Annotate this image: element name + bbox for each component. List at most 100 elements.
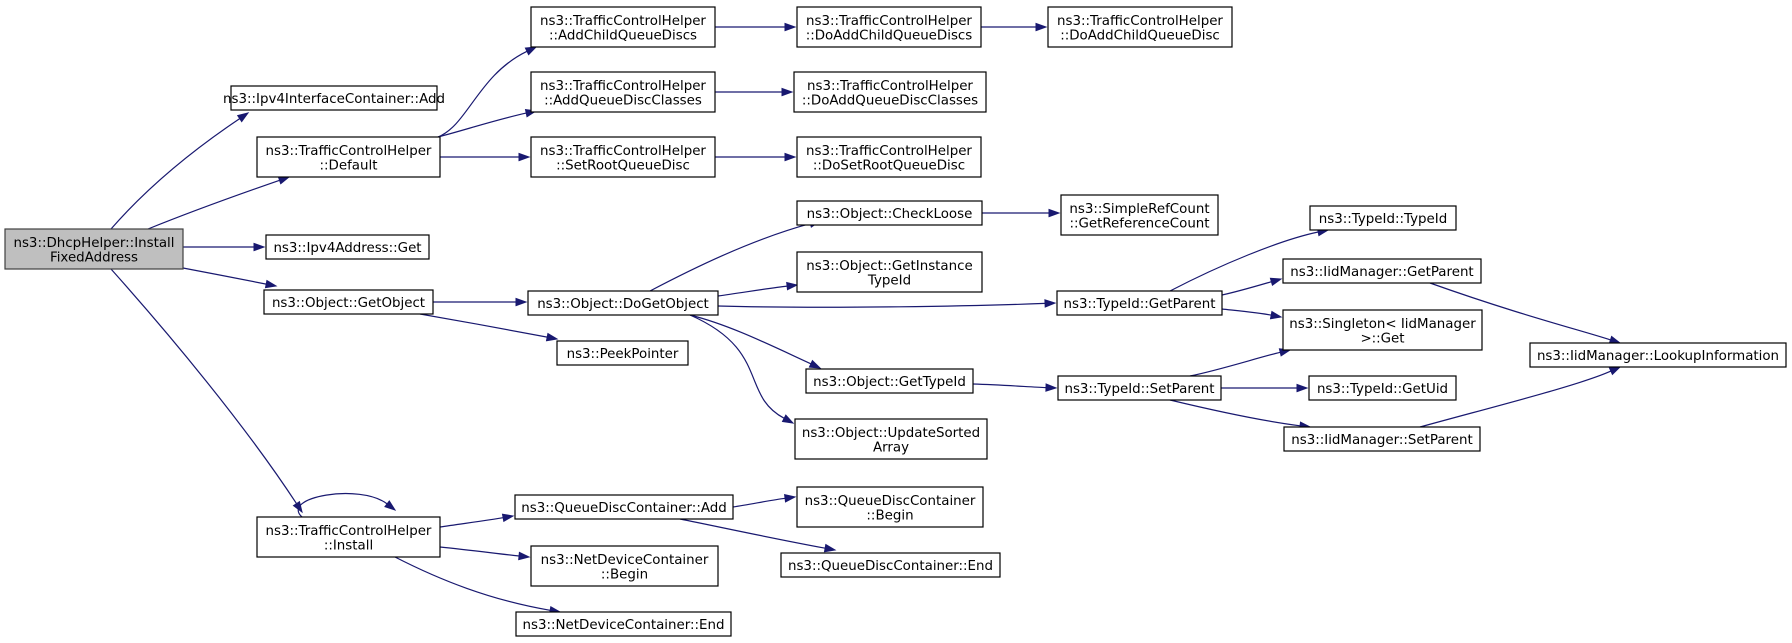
function-node-typeid-getuid[interactable]: ns3::TypeId::GetUid xyxy=(1308,375,1457,401)
edge-arrowhead xyxy=(808,359,822,369)
call-edge-obj-dogetobject-to-obj-updsorted xyxy=(689,314,795,424)
call-edge-typeid-setparent-to-iidm-setparent xyxy=(1169,399,1312,430)
node-label: ns3::IidManager::SetParent xyxy=(1291,433,1473,448)
node-label: ns3::TrafficControlHelper xyxy=(1057,14,1223,29)
function-node-singleton-get[interactable]: ns3::Singleton< IidManager >::Get xyxy=(1282,309,1483,351)
function-node-qdc-add[interactable]: ns3::QueueDiscContainer::Add xyxy=(514,494,734,520)
function-node-iidm-setparent[interactable]: ns3::IidManager::SetParent xyxy=(1283,426,1481,452)
node-label: ns3::Object::GetObject xyxy=(272,296,425,311)
edge-arrowhead xyxy=(501,513,515,523)
call-edge-obj-gettypeid-to-typeid-setparent xyxy=(972,383,1058,392)
node-box xyxy=(1529,342,1787,368)
function-node-qdc-begin[interactable]: ns3::QueueDiscContainer::Begin xyxy=(796,486,984,528)
function-node-tch-addchild[interactable]: ns3::TrafficControlHelper::AddChildQueue… xyxy=(530,6,716,48)
function-node-obj-dogetobject[interactable]: ns3::Object::DoGetObject xyxy=(527,290,719,316)
node-box xyxy=(256,136,441,178)
node-box xyxy=(515,611,732,637)
function-node-ipv4addr-get[interactable]: ns3::Ipv4Address::Get xyxy=(265,234,430,260)
node-label: ::AddQueueDiscClasses xyxy=(544,93,702,108)
function-node-tch-install[interactable]: ns3::TrafficControlHelper::Install xyxy=(256,516,441,558)
edge-line xyxy=(689,314,785,419)
node-label: ns3::QueueDiscContainer xyxy=(805,494,976,509)
call-edge-root-to-ipv4addr-get xyxy=(183,242,266,252)
edge-line xyxy=(297,493,388,518)
function-node-typeid-typeid[interactable]: ns3::TypeId::TypeId xyxy=(1309,205,1457,231)
node-box xyxy=(1308,375,1457,401)
call-edge-obj-checkloose-to-src-getrefcount xyxy=(982,208,1061,218)
function-node-iidm-getparent[interactable]: ns3::IidManager::GetParent xyxy=(1282,258,1482,284)
edge-arrowhead xyxy=(545,332,559,342)
node-label: ns3::Object::CheckLoose xyxy=(807,207,973,222)
function-node-obj-gettypeid[interactable]: ns3::Object::GetTypeId xyxy=(805,368,974,394)
node-label: ns3::QueueDiscContainer::End xyxy=(788,559,993,574)
edge-line xyxy=(732,497,786,508)
call-edge-typeid-getparent-to-singleton-get xyxy=(1221,308,1283,320)
edge-arrowhead xyxy=(1048,208,1061,218)
node-label: ns3::DhcpHelper::Install xyxy=(13,236,174,251)
edge-line xyxy=(972,383,1047,389)
call-edge-root-to-obj-getobject xyxy=(182,267,278,289)
node-label: ns3::TrafficControlHelper xyxy=(540,79,706,94)
call-edge-tch-install-to-ndc-begin xyxy=(439,546,531,561)
node-label: ::DoSetRootQueueDisc xyxy=(813,158,965,173)
call-edge-root-to-ipv4ic-add xyxy=(110,112,250,230)
node-box xyxy=(796,6,982,48)
edge-line xyxy=(439,546,520,557)
function-node-iidm-lookup[interactable]: ns3::IidManager::LookupInformation xyxy=(1529,342,1787,368)
function-node-ipv4ic-add[interactable]: ns3::Ipv4InterfaceContainer::Add xyxy=(223,85,445,111)
call-edges xyxy=(110,22,1622,615)
function-node-tch-setroot[interactable]: ns3::TrafficControlHelper::SetRootQueueD… xyxy=(530,136,716,178)
node-box xyxy=(796,136,982,178)
function-nodes: ns3::DhcpHelper::InstallFixedAddressns3:… xyxy=(4,6,1787,637)
function-node-tch-doaddchilds[interactable]: ns3::TrafficControlHelper::DoAddChildQue… xyxy=(796,6,982,48)
call-edge-tch-default-to-tch-setroot xyxy=(440,152,531,162)
node-box xyxy=(1057,375,1222,401)
edge-line xyxy=(1221,308,1272,316)
edge-arrowhead xyxy=(1296,383,1309,393)
function-node-qdc-end[interactable]: ns3::QueueDiscContainer::End xyxy=(780,552,1001,578)
node-label: ns3::Object::UpdateSorted xyxy=(802,426,980,441)
function-node-obj-getobject[interactable]: ns3::Object::GetObject xyxy=(263,289,434,315)
node-label: ::SetRootQueueDisc xyxy=(556,158,690,173)
function-node-typeid-setparent[interactable]: ns3::TypeId::SetParent xyxy=(1057,375,1222,401)
function-node-tch-dosetroot[interactable]: ns3::TrafficControlHelper::DoSetRootQueu… xyxy=(796,136,982,178)
function-node-tch-default[interactable]: ns3::TrafficControlHelper::Default xyxy=(256,136,441,178)
edge-line xyxy=(110,268,298,504)
node-label: ns3::TypeId::GetUid xyxy=(1317,382,1448,397)
function-node-tch-addqdc[interactable]: ns3::TrafficControlHelper::AddQueueDiscC… xyxy=(530,71,716,113)
edge-arrowhead xyxy=(781,87,794,97)
function-node-peekpointer[interactable]: ns3::PeekPointer xyxy=(556,340,689,366)
function-node-src-getrefcount[interactable]: ns3::SimpleRefCount::GetReferenceCount xyxy=(1060,194,1219,236)
node-label: ns3::Object::GetTypeId xyxy=(813,375,966,390)
function-node-typeid-getparent[interactable]: ns3::TypeId::GetParent xyxy=(1056,290,1223,316)
edge-arrowhead xyxy=(292,500,303,514)
node-box xyxy=(256,516,441,558)
function-node-ndc-begin[interactable]: ns3::NetDeviceContainer::Begin xyxy=(530,545,719,587)
node-box xyxy=(805,368,974,394)
edge-arrowhead xyxy=(524,46,538,56)
edge-line xyxy=(689,314,812,365)
call-edge-tch-addchild-to-tch-doaddchilds xyxy=(715,22,797,32)
node-label: ns3::SimpleRefCount xyxy=(1069,202,1209,217)
edge-arrowhead xyxy=(784,152,797,162)
edge-line xyxy=(394,556,551,611)
function-node-obj-checkloose[interactable]: ns3::Object::CheckLoose xyxy=(796,200,983,226)
node-box xyxy=(514,494,734,520)
function-node-ndc-end[interactable]: ns3::NetDeviceContainer::End xyxy=(515,611,732,637)
function-node-tch-doaddqdc[interactable]: ns3::TrafficControlHelper::DoAddQueueDis… xyxy=(793,71,987,113)
edge-arrowhead xyxy=(784,22,797,32)
node-label: ns3::Ipv4InterfaceContainer::Add xyxy=(223,92,445,107)
node-box xyxy=(1060,194,1219,236)
node-box xyxy=(796,486,984,528)
edge-arrowhead xyxy=(1269,310,1283,320)
edge-line xyxy=(110,118,241,230)
edge-line xyxy=(1419,370,1612,428)
function-node-tch-doaddchild[interactable]: ns3::TrafficControlHelper::DoAddChildQue… xyxy=(1047,6,1233,48)
node-label: ::Install xyxy=(324,538,373,553)
node-box xyxy=(793,71,987,113)
node-label: ::AddChildQueueDiscs xyxy=(549,28,697,43)
node-label: ns3::NetDeviceContainer xyxy=(541,553,709,568)
